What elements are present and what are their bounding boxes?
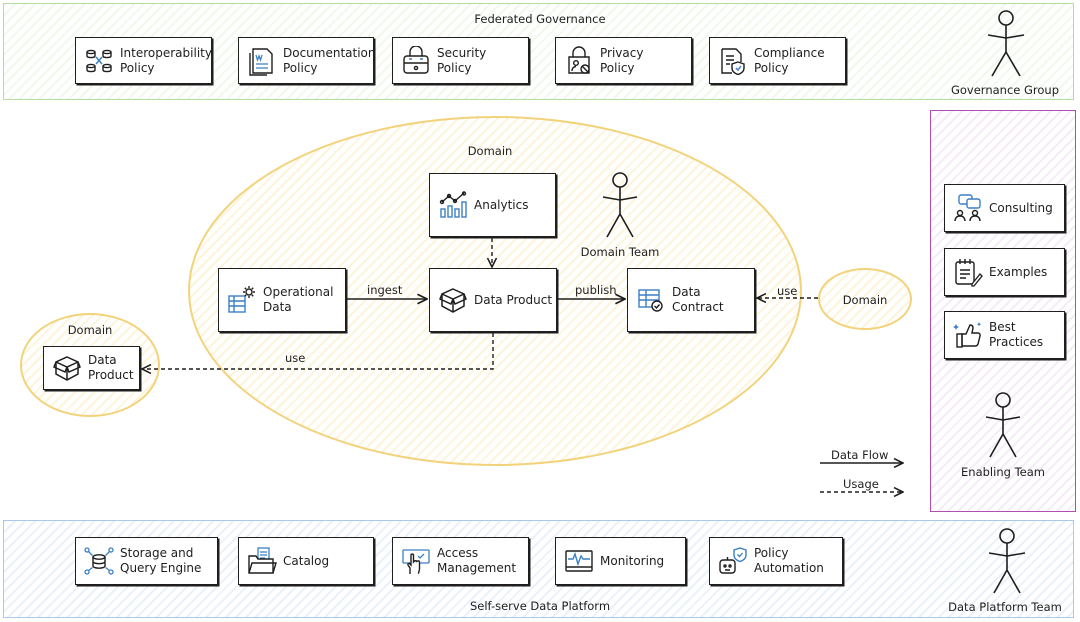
consulting-icon <box>953 193 983 223</box>
left-data-product-label: Data Product <box>88 353 134 382</box>
analytics-box: Analytics <box>429 173 556 237</box>
compliance-policy-label: Compliance Policy <box>754 45 825 75</box>
database-link-icon <box>84 46 114 76</box>
examples-label: Examples <box>989 264 1048 279</box>
domain-team-actor-icon <box>602 172 638 238</box>
enabling-team-actor-icon <box>985 392 1021 458</box>
storage-query-engine-label: Storage and Query Engine <box>120 546 202 575</box>
legend-usage-label: Usage <box>843 477 879 491</box>
catalog-label: Catalog <box>283 553 330 568</box>
privacy-policy-label: Privacy Policy <box>600 45 644 75</box>
database-network-icon <box>84 546 114 576</box>
documentation-policy-label: Documentation Policy <box>283 45 376 75</box>
operational-data-label: Operational Data <box>263 285 334 314</box>
notepad-icon <box>953 257 983 287</box>
policy-automation-label: Policy Automation <box>754 546 824 575</box>
lock-person-icon <box>564 45 594 76</box>
data-product-label: Data Product <box>474 292 553 307</box>
document-icon <box>247 46 277 76</box>
package-icon <box>438 285 468 315</box>
left-domain-title: Domain <box>67 323 113 337</box>
documentation-policy: Documentation Policy <box>238 37 376 84</box>
data-product-box: Data Product <box>429 268 557 332</box>
central-domain-title: Domain <box>467 144 513 158</box>
monitoring-label: Monitoring <box>600 553 665 568</box>
gear-table-icon <box>227 285 257 315</box>
domain-team-label: Domain Team <box>580 245 660 259</box>
compliance-policy: Compliance Policy <box>709 37 846 84</box>
data-platform-team-actor-icon <box>988 528 1026 594</box>
analytics-label: Analytics <box>474 197 529 212</box>
data-contract-label: Data Contract <box>672 285 724 314</box>
governance-group-actor-icon <box>987 10 1025 77</box>
catalog-box: Catalog <box>238 537 374 585</box>
legend-data-flow-label: Data Flow <box>831 448 889 462</box>
hand-pointer-icon <box>401 546 431 576</box>
access-management-box: Access Management <box>392 537 529 585</box>
consulting-label: Consulting <box>989 200 1053 215</box>
right-domain-ellipse <box>818 268 912 330</box>
edge-label-ingest: ingest <box>367 283 403 297</box>
right-domain-title: Domain <box>842 293 888 307</box>
left-domain-usage-arrow <box>142 333 494 369</box>
platform-title: Self-serve Data Platform <box>469 599 611 613</box>
governance-title: Federated Governance <box>474 12 606 26</box>
data-platform-team-label: Data Platform Team <box>948 600 1062 614</box>
security-policy-label: Security Policy <box>437 45 487 75</box>
storage-query-engine-box: Storage and Query Engine <box>75 537 218 585</box>
best-practices-box: Best Practices <box>944 311 1065 359</box>
data-contract-box: Data Contract <box>627 268 755 332</box>
edge-label-use-right: use <box>777 284 798 298</box>
operational-data-box: Operational Data <box>218 268 346 332</box>
governance-group-label: Governance Group <box>950 83 1060 97</box>
interoperability-policy: Interoperability Policy <box>75 37 212 84</box>
contract-table-icon <box>636 285 666 315</box>
monitoring-box: Monitoring <box>555 537 686 585</box>
edge-label-use-left: use <box>285 351 306 365</box>
enabling-team-label: Enabling Team <box>961 465 1045 479</box>
consulting-box: Consulting <box>944 184 1065 232</box>
interoperability-policy-label: Interoperability Policy <box>120 45 212 75</box>
policy-automation-box: Policy Automation <box>709 537 843 585</box>
examples-box: Examples <box>944 248 1065 296</box>
monitor-wave-icon <box>564 546 594 576</box>
left-data-product-box: Data Product <box>43 346 140 390</box>
thumbs-up-icon <box>953 320 983 350</box>
analytics-chart-icon <box>438 190 468 220</box>
best-practices-label: Best Practices <box>989 320 1044 349</box>
package-icon <box>52 353 82 383</box>
folder-icon <box>247 546 277 576</box>
privacy-policy: Privacy Policy <box>555 37 692 84</box>
robot-shield-icon <box>718 546 748 576</box>
toolbox-lock-icon <box>401 45 431 76</box>
security-policy: Security Policy <box>392 37 529 84</box>
edge-label-publish: publish <box>575 283 617 297</box>
document-shield-icon <box>718 46 748 76</box>
access-management-label: Access Management <box>437 546 517 575</box>
